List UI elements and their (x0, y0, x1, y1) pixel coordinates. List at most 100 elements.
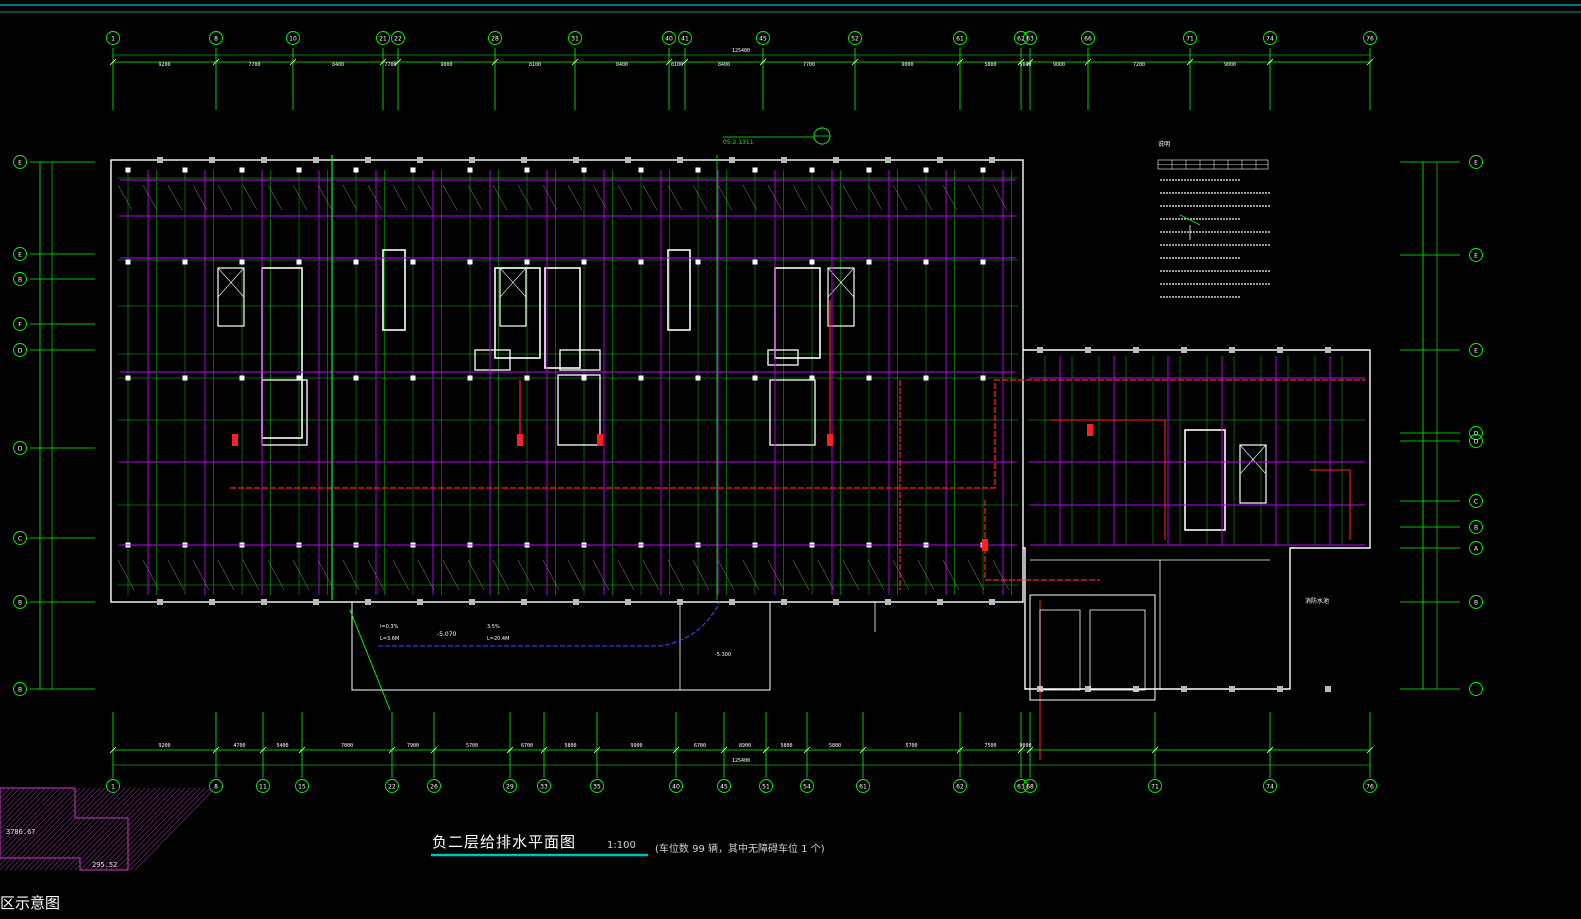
axis-bubble-left-label: D (18, 446, 23, 453)
column (182, 259, 188, 265)
parking-space-line (417, 559, 435, 591)
dimension-tick-mark (1266, 58, 1274, 66)
dimension-value: 9000 (1053, 62, 1065, 68)
dimension-tick-mark (956, 746, 964, 754)
column (752, 259, 758, 265)
keyplan-hatch (124, 787, 206, 871)
riser-marker (982, 539, 988, 551)
parking-space-line (342, 184, 358, 211)
parking-space-line (842, 559, 860, 591)
axis-bubble-right (1469, 494, 1483, 508)
parking-space-line (642, 184, 658, 211)
keyplan-hatch (0, 787, 66, 856)
axis-bubble-left (13, 272, 27, 286)
axis-bubble-left-label: B (18, 600, 22, 607)
axis-bubble-top-label: 31 (571, 36, 579, 43)
ramp-drain (378, 601, 721, 647)
dimension-tick-mark (681, 58, 689, 66)
column (1229, 347, 1235, 353)
dimension-tick-mark (379, 58, 387, 66)
column (261, 599, 267, 605)
axis-bubble-left (13, 531, 27, 545)
parking-space-line (617, 559, 635, 591)
room (769, 379, 816, 446)
axis-bubble-bottom-label: 74 (1266, 784, 1274, 791)
column (581, 375, 587, 381)
keyplan-hatch (0, 787, 26, 815)
dimension-tick-mark (571, 58, 579, 66)
axis-bubble-top (286, 31, 300, 45)
parking-space-line (917, 559, 935, 591)
axis-bubble-top-label: 63 (1026, 36, 1034, 43)
parking-space-line (942, 559, 960, 591)
column (239, 259, 245, 265)
dimension-value: 9000 (1224, 62, 1236, 68)
parking-space-line (917, 184, 933, 211)
column (1325, 347, 1331, 353)
axis-bubble-bottom (717, 779, 731, 793)
keyplan-hatch (0, 787, 46, 835)
riser-marker (232, 434, 238, 446)
keyplan-hatch (129, 787, 211, 871)
axis-bubble-left (13, 247, 27, 261)
axis-bubble-bottom (669, 779, 683, 793)
column (467, 167, 473, 173)
axis-bubble-bottom-label: 76 (1366, 784, 1374, 791)
axis-bubble-top-label: 61 (956, 36, 964, 43)
parking-space-line (967, 559, 985, 591)
dimension-tick-mark (298, 746, 306, 754)
keyplan-hatch (59, 787, 141, 871)
keyplan-hatch (0, 787, 21, 810)
parking-space-line (242, 184, 258, 211)
east-wing-outline (1023, 349, 1371, 690)
column (261, 157, 267, 163)
column (296, 167, 302, 173)
axis-bubble-left-label: B (18, 687, 22, 694)
parking-space-line (217, 559, 235, 591)
axis-bubble-bottom (1014, 779, 1028, 793)
water-supply-pipe (1050, 419, 1166, 540)
column (980, 167, 986, 173)
dimension-tick-mark (593, 746, 601, 754)
column (417, 599, 423, 605)
column (239, 167, 245, 173)
dimension-tick-mark (506, 746, 514, 754)
axis-bubble-bottom-label: 15 (298, 784, 306, 791)
key-plan (0, 787, 216, 871)
keyplan-hatch (109, 787, 191, 871)
keyplan-hatch (34, 787, 116, 871)
keyplan-hatch (0, 787, 31, 820)
column (625, 157, 631, 163)
keyplan-hatch (0, 787, 41, 830)
keyplan-hatch (0, 787, 81, 871)
parking-space-line (792, 559, 810, 591)
keyplan-hatch (39, 787, 121, 871)
parking-space-line (342, 559, 360, 591)
axis-bubble-right-label: A (1474, 546, 1479, 553)
keyplan-hatch (0, 787, 16, 804)
dimension-value: 4700 (233, 743, 245, 749)
column (809, 259, 815, 265)
column (469, 157, 475, 163)
parking-space-line (592, 184, 608, 211)
vertical-grid-lines (127, 170, 1343, 595)
parking-space-line (317, 559, 335, 591)
column (833, 157, 839, 163)
dimension-value: 7700 (248, 62, 260, 68)
axis-bubble-top (1363, 31, 1377, 45)
parking-space-line (167, 559, 185, 591)
axis-bubble-top (1183, 31, 1197, 45)
axis-bubble-top-label: 74 (1266, 36, 1274, 43)
dimension-tick-mark (109, 58, 117, 66)
dimension-value: 9900 (630, 743, 642, 749)
ramp-outline (770, 601, 876, 632)
parking-space-line (667, 559, 685, 591)
parking-space-line (392, 559, 410, 591)
axis-bubble-bottom (256, 779, 270, 793)
keyplan-hatch (89, 787, 171, 871)
dimension-tick-mark (1084, 58, 1092, 66)
dimension-tick-mark (212, 746, 220, 754)
parking-space-line (942, 184, 958, 211)
parking-space-line (367, 184, 383, 211)
